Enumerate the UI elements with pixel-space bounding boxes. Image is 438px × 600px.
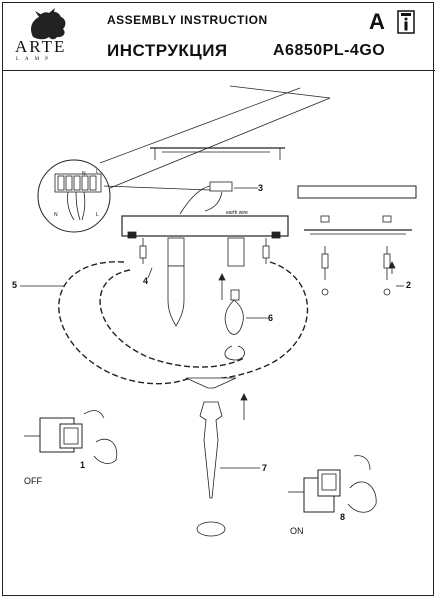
terminal-label-l1: L [96,169,99,175]
bracket-detail [297,185,417,296]
brand-name: ARTE [15,37,67,56]
callout-leaders [20,187,404,469]
callout-6: 6 [268,313,274,323]
earth-wire-label: earth wire [226,210,248,216]
switch-on-label: ON [290,526,304,536]
mounting-bracket [150,147,285,160]
assembly-drawing [20,85,417,537]
info-book-icon [397,10,415,34]
class-letter: A [369,9,385,34]
ceiling-lines [99,85,331,189]
callout-7: 7 [262,463,268,473]
model-number: A6850PL-4GO [273,42,386,59]
brand-logo-icon [31,8,66,40]
switch-on-illustration [288,455,377,513]
callout-3: 3 [258,183,264,193]
terminal-label-n2: N [54,212,58,218]
title-english: ASSEMBLY INSTRUCTION [107,13,268,27]
brand-sub: LAMP [16,57,54,62]
candle-bulbs [167,265,245,361]
supply-cable [179,181,233,215]
callout-2: 2 [406,280,412,290]
canopy-plate [121,215,289,239]
page-frame: ARTE LAMP ASSEMBLY INSTRUCTION ИНСТРУКЦИ… [2,2,435,596]
terminal-label-n1: N [82,171,86,177]
callout-1: 1 [80,460,86,470]
title-russian: ИНСТРУКЦИЯ [107,41,228,60]
terminal-label-l2: L [96,212,99,218]
finial-pendant [185,377,248,537]
callout-5: 5 [12,280,18,290]
header: ARTE LAMP ASSEMBLY INSTRUCTION ИНСТРУКЦИ… [3,3,435,71]
callout-4: 4 [143,276,149,286]
lamp-holders [139,237,270,267]
switch-off-illustration [24,410,118,464]
callout-8: 8 [340,512,346,522]
crystal-chains [58,261,308,385]
wiring-detail [37,159,211,233]
switch-off-label: OFF [24,476,42,486]
